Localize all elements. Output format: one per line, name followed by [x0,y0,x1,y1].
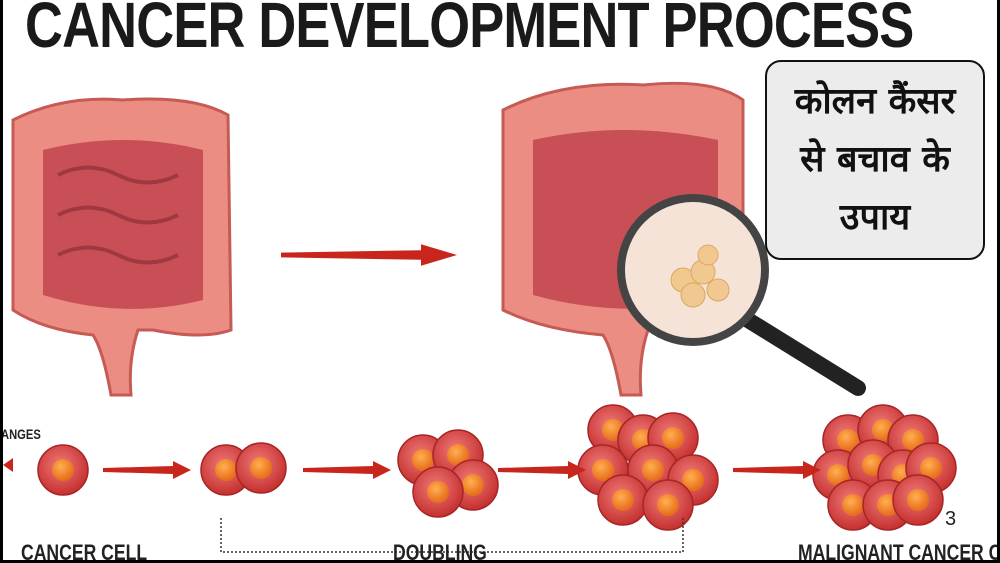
cell-stage-5 [812,404,957,531]
magnifier-icon [617,194,866,396]
hindi-caption-box: कोलन कैंसर से बचाव के उपाय [765,60,985,260]
label-doubling: DOUBLING [393,540,487,560]
hindi-line-3: उपाय [839,197,911,238]
intestine-left [11,97,233,397]
cell-stage-1 [37,444,89,496]
hindi-line-2: से बचाव के [800,139,950,180]
cell-stage-2 [200,442,287,496]
hindi-line-1: कोलन कैंसर [794,81,956,122]
arrow-icon [281,244,457,266]
cell-stage-4 [577,404,719,531]
label-malignant: MALIGNANT CANCER CELLS [798,540,997,560]
page-title: CANCER DEVELOPMENT PROCESS [25,0,914,61]
cell-stage-3 [397,429,499,518]
doubling-bracket [220,518,684,553]
diagram-frame: CANCER DEVELOPMENT PROCESS कोलन कैंसर से… [3,0,997,560]
label-changes: ANGES [3,426,41,442]
page-number: 3 [945,508,957,530]
illustration [3,81,957,553]
label-cancer-cell: CANCER CELL [21,540,148,560]
stage-arrows [3,458,821,479]
